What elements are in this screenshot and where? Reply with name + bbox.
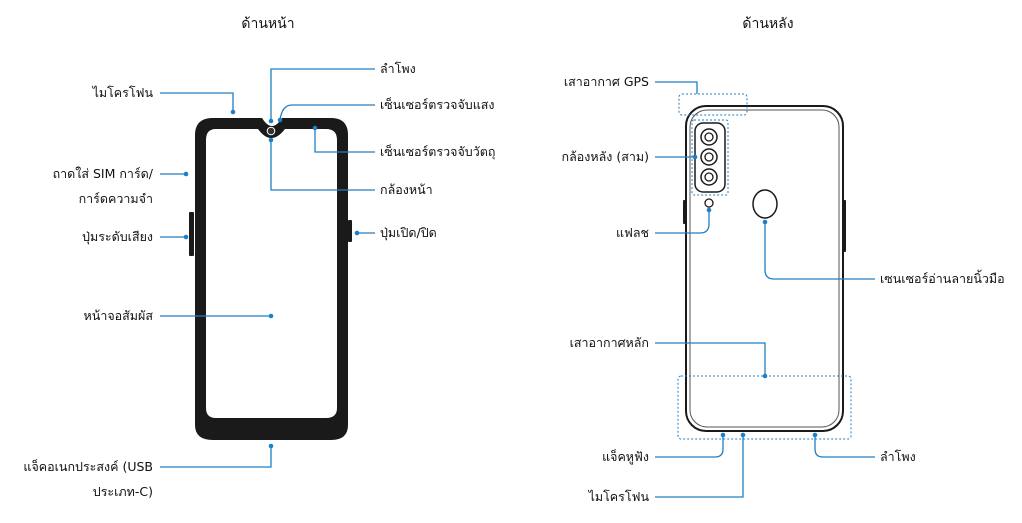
volume-key-dot (183, 234, 189, 240)
usb-jack-label-line2: ประเภท-C) (93, 484, 153, 499)
front-phone (189, 118, 352, 440)
gps-antenna-zone (678, 93, 748, 116)
rear-camera-lens-1-inner (704, 132, 714, 142)
front-labels: ลำโพง เซ็นเซอร์ตรวจจับแสง เซ็นเซอร์ตรวจจ… (23, 61, 495, 499)
fingerprint-dot (762, 219, 768, 225)
rear-camera-lens-3 (700, 168, 718, 186)
fingerprint-leader (764, 222, 875, 280)
touchscreen-label: หน้าจอสัมผัส (84, 308, 154, 323)
microphone-leader (160, 92, 234, 112)
speaker-leader (270, 68, 375, 121)
volume-key-label: ปุ่มระดับเสียง (82, 229, 153, 245)
proximity-sensor-label: เซ็นเซอร์ตรวจจับวัตถุ (380, 144, 495, 160)
rear-camera-lens-2-inner (704, 152, 714, 162)
microphone-dot (230, 109, 236, 115)
proximity-sensor-leader (314, 128, 375, 153)
main-antenna-label: เสาอากาศหลัก (570, 335, 649, 350)
rear-camera-label: กล้องหลัง (สาม) (562, 149, 649, 164)
front-camera-label: กล้องหน้า (380, 182, 433, 197)
gps-antenna-label: เสาอากาศ GPS (564, 74, 649, 89)
back-side-key-left (683, 200, 686, 224)
rear-camera-lens-2 (700, 148, 718, 166)
front-camera-lens (266, 126, 276, 136)
sim-tray-label-line1: ถาดใส่ SIM การ์ด/ (53, 166, 154, 181)
power-key-label: ปุ่มเปิด/ปิด (380, 225, 437, 241)
power-key-dot (354, 230, 360, 236)
back-speaker-label: ลำโพง (880, 449, 916, 464)
main-antenna-zone (677, 375, 852, 440)
touchscreen-dot (268, 313, 274, 319)
back-microphone-dot (740, 432, 746, 438)
usb-jack-dot (268, 443, 274, 449)
fingerprint-sensor-label: เซนเซอร์อ่านลายนิ้วมือ (880, 269, 1005, 286)
volume-key-shape (189, 212, 194, 256)
earphone-jack-dot (720, 432, 726, 438)
back-side-key-right (843, 200, 846, 252)
earphone-jack-leader (655, 435, 724, 458)
rear-camera-zone (691, 119, 729, 196)
speaker-label: ลำโพง (380, 61, 416, 76)
flash-dot (706, 207, 712, 213)
flash-label: แฟลช (616, 225, 649, 240)
front-camera-leader (270, 140, 375, 191)
rear-camera-lens-3-inner (704, 172, 714, 182)
speaker-dot (268, 118, 274, 124)
flash-shape (704, 198, 714, 208)
sim-tray-label-line2: การ์ดความจำ (79, 191, 153, 206)
light-sensor-leader (279, 104, 375, 121)
flash-leader (655, 210, 710, 234)
front-leaders (160, 68, 375, 468)
gps-leader (655, 81, 698, 94)
earphone-jack-label: แจ็คหูฟัง (602, 449, 649, 465)
fingerprint-sensor-shape (752, 189, 778, 219)
front-heading: ด้านหน้า (241, 16, 294, 32)
back-labels: เสาอากาศ GPS กล้องหลัง (สาม) แฟลช เซนเซอ… (562, 74, 1005, 504)
back-heading: ด้านหลัง (742, 16, 793, 32)
usb-jack-label-line1: แจ็คอเนกประสงค์ (USB (23, 459, 153, 474)
front-screen (206, 129, 337, 418)
power-key-shape (348, 220, 352, 242)
main-antenna-dot (762, 373, 768, 379)
light-sensor-label: เซ็นเซอร์ตรวจจับแสง (380, 97, 495, 112)
microphone-label: ไมโครโฟน (92, 85, 154, 100)
back-microphone-leader (655, 435, 744, 498)
usb-jack-leader (160, 446, 272, 468)
light-sensor-dot (277, 117, 283, 123)
back-microphone-label: ไมโครโฟน (588, 489, 650, 504)
sim-tray-dot (183, 171, 189, 177)
rear-camera-lens-1 (700, 128, 718, 146)
back-speaker-dot (812, 432, 818, 438)
front-camera-dot (268, 137, 274, 143)
back-speaker-leader (814, 435, 875, 458)
proximity-sensor-dot (312, 125, 318, 131)
rear-camera-dot (692, 154, 698, 160)
back-phone-inner (689, 109, 840, 428)
back-leaders (655, 81, 875, 498)
main-antenna-leader (655, 342, 766, 376)
